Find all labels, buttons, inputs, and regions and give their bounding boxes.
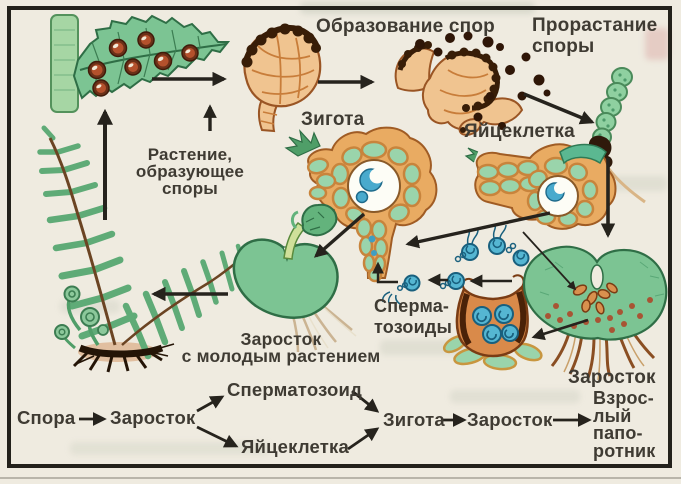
bleed-smudge [645,28,669,60]
arrow-prothallus-to-egg [196,425,239,448]
arrow-egg-to-zygote-flow [347,427,380,451]
sori-leaf-illustration [50,14,231,113]
prothallus-illustration [522,245,668,381]
arrow-prothallus-to-spermatozoon [196,395,225,413]
arrow-zygote-to-young-prothallus [313,212,366,258]
arrow-spermatozoon-to-zygote [351,389,380,413]
label-prothallus: Заросток [568,367,656,388]
label-prothallus-with-young-plant: Заросток с молодым растением [181,329,381,366]
fern-roots-illustration [72,343,175,373]
flow-label-spermatozoon: Сперматозоид [227,379,363,400]
bleed-smudge [450,390,580,403]
page-edge-line [0,477,681,479]
antheridium-illustration [442,223,543,371]
label-spore-germination: Прорастание споры [532,15,658,57]
arrow-spores-to-germination [523,92,595,125]
arrow-egg-to-zygote [405,211,551,249]
prothallus-young-plant-illustration [232,203,357,353]
flow-label-spore: Спора [17,407,76,428]
swimming-sperm-illustration [382,272,465,306]
cycle-arrows [97,71,616,341]
label-spore-forming-plant: Растение, образующее споры [135,145,245,198]
flow-label-egg-cell: Яйцеклетка [241,436,349,457]
flow-label-zygote: Зигота [383,409,445,430]
label-zygote: Зигота [301,109,365,130]
sporangium-closed-illustration [241,23,322,133]
germinating-spore-illustration [554,67,646,204]
label-spore-formation: Образование спор [316,16,495,37]
arrow-sperm-to-neck [372,261,398,284]
bleed-smudge [70,442,270,455]
label-spermatozoids: Сперма- тозоиды [374,296,453,337]
sorus-dots [87,31,199,97]
flow-label-adult-fern: Взрос- лый папо- ротник [593,388,656,461]
flow-label-prothallus-2: Заросток [467,409,553,430]
archegonium-zygote-illustration [284,126,438,283]
escaping-sperm [454,223,530,267]
archegonia-spots [572,282,618,315]
fiddlehead-illustration [54,285,109,350]
flow-arrows [79,389,592,451]
arrow-prothallus-to-antheridium [531,318,589,341]
label-egg-cell: Яйцеклетка [464,121,575,142]
sporangium-open-illustration [394,31,551,136]
sperm-cells-inside [472,304,519,344]
arrow-archegonium-pointer [522,231,577,291]
flow-label-prothallus-1: Заросток [110,407,196,428]
